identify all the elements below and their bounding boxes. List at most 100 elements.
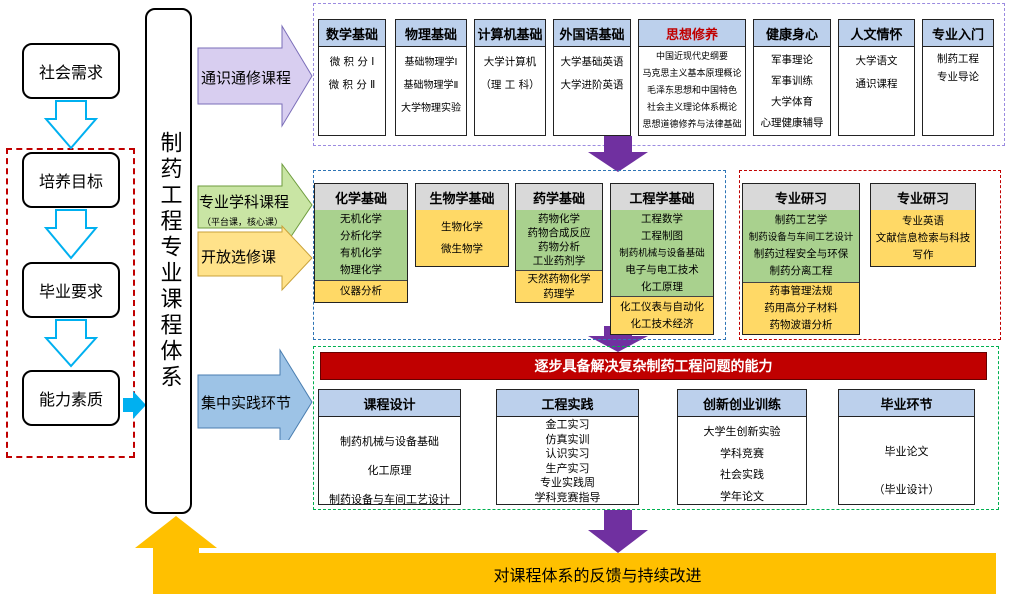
course-item: 金工实习 [545, 418, 590, 431]
course-item: （毕业设计） [873, 483, 940, 496]
practice-card-graduation: 毕业环节 毕业论文 （毕业设计） [838, 389, 975, 505]
course-item: 工业药剂学 [532, 255, 586, 267]
course-item: 制药工程 [937, 53, 979, 65]
course-card-title: 工程学基础 [611, 184, 713, 211]
course-list: 金工实习 仿真实训 认识实习 生产实习 专业实践周 学科竞赛指导 [497, 417, 638, 505]
arrow-practice [197, 348, 313, 440]
course-item: 药事管理法规 [769, 285, 833, 297]
course-item: 学年论文 [720, 489, 764, 503]
course-item: 微 积 分 Ⅰ [329, 56, 375, 68]
course-item: 药用高分子材料 [764, 302, 838, 314]
category-practice-label: 集中实践环节 [201, 394, 292, 412]
course-item: 制药设备与车间工艺设计 [748, 232, 854, 243]
course-item: 有机化学 [340, 247, 382, 259]
category-general-label: 通识通修课程 [201, 69, 292, 87]
course-item: 文献信息检索与科技写作 [875, 231, 971, 261]
course-item: 制药分离工程 [769, 265, 833, 277]
course-item: 化工原理 [367, 464, 412, 477]
flow-box-ability-quality: 能力素质 [22, 370, 120, 426]
flow-box-graduation-requirements: 毕业要求 [22, 262, 120, 318]
elective-course-list: 生物化学 微生物学 [416, 210, 508, 266]
course-list: 制药工程 专业导论 [923, 47, 993, 86]
course-card-introduction: 专业入门 制药工程 专业导论 [922, 19, 994, 136]
feedback-label: 对课程体系的反馈与持续改进 [493, 566, 702, 585]
course-card-title: 创新创业训练 [678, 390, 806, 417]
flow-label: 社会需求 [38, 63, 103, 82]
core-course-list: 药物化学 药物合成反应 药物分析 工业药剂学 [516, 210, 602, 270]
course-card-engineering: 工程学基础 工程数学 工程制图 制药机械与设备基础 电子与电工技术 化工原理 化… [610, 183, 714, 335]
course-item: 学科竞赛指导 [534, 490, 601, 504]
course-card-math: 数学基础 微 积 分 Ⅰ 微 积 分 Ⅱ [318, 19, 386, 136]
course-item: 专业实践周 [540, 476, 595, 489]
up-arrow-icon [135, 516, 996, 594]
course-item: 基础物理学Ⅱ [403, 80, 459, 91]
course-card-title: 药学基础 [516, 184, 602, 211]
course-card-title: 课程设计 [319, 390, 460, 417]
down-arrow-icon [43, 100, 99, 150]
course-item: 生产实习 [545, 461, 590, 475]
flow-label: 毕业要求 [38, 282, 103, 301]
course-item: 化工技术经济 [630, 317, 694, 330]
course-card-title: 计算机基础 [475, 20, 545, 47]
course-item: 中国近现代史纲要 [655, 52, 728, 62]
flow-box-training-goals: 培养目标 [22, 152, 120, 208]
course-item: 工程制图 [641, 229, 683, 242]
left-flow-arrows [43, 100, 146, 419]
course-list: 大学计算机 （理 工 科） [475, 47, 545, 97]
course-card-humanities: 人文情怀 大学语文 通识课程 [838, 19, 915, 136]
course-item: 专业导论 [937, 71, 979, 83]
course-card-pharmacy: 药学基础 药物化学 药物合成反应 药物分析 工业药剂学 天然药物化学 药理学 [515, 183, 603, 303]
course-list: 基础物理学Ⅰ 基础物理学Ⅱ 大学物理实验 [396, 47, 466, 120]
practice-card-engineering: 工程实践 金工实习 仿真实训 认识实习 生产实习 专业实践周 学科竞赛指导 [496, 389, 639, 505]
course-card-ideology: 思想修养 中国近现代史纲要 马克思主义基本原理概论 毛泽东思想和中国特色 社会主… [638, 19, 746, 136]
course-item: 仿真实训 [545, 432, 590, 446]
core-course-list: 制药工艺学 制药设备与车间工艺设计 制药过程安全与环保 制药分离工程 [743, 210, 859, 282]
course-item: 化工原理 [641, 280, 683, 293]
course-item: 社会主义理论体系概论 [646, 103, 737, 113]
course-item: 药物分析 [538, 241, 580, 253]
course-item: 药理学 [543, 287, 575, 300]
course-card-title: 工程实践 [497, 390, 638, 417]
course-list: 大学生创新实验 学科竞赛 社会实践 学年论文 [678, 417, 806, 507]
research-courses-frame [739, 170, 1001, 340]
course-card-title: 外国语基础 [554, 20, 630, 47]
course-list: 大学基础英语 大学进阶英语 [554, 47, 630, 97]
course-list: 军事理论 军事训练 大学体育 心理健康辅导 [754, 47, 830, 134]
goals-dashed-frame [6, 148, 135, 458]
course-item: 心理健康辅导 [760, 117, 824, 129]
course-item: 制药工艺学 [774, 214, 828, 226]
course-list: 大学语文 通识课程 [839, 47, 914, 96]
course-item: 天然药物化学 [527, 272, 591, 285]
course-card-title: 人文情怀 [839, 20, 914, 47]
course-item: 药物化学 [538, 213, 580, 225]
down-arrow-icon [43, 319, 99, 368]
core-course-list: 无机化学 分析化学 有机化学 物理化学 [315, 210, 407, 280]
course-item: 工程数学 [641, 212, 683, 225]
course-item: 通识课程 [855, 78, 898, 90]
course-item: 制药机械与设备基础 [619, 247, 705, 259]
ability-banner: 逐步具备解决复杂制药工程问题的能力 [320, 352, 987, 380]
course-item: 药物波谱分析 [769, 319, 833, 331]
course-item: 仪器分析 [340, 285, 382, 297]
right-arrow-icon [123, 391, 146, 419]
course-item: 无机化学 [340, 213, 382, 225]
course-card-chemistry: 化学基础 无机化学 分析化学 有机化学 物理化学 仪器分析 [314, 183, 408, 303]
course-list: 中国近现代史纲要 马克思主义基本原理概论 毛泽东思想和中国特色 社会主义理论体系… [639, 47, 745, 134]
course-card-research-b: 专业研习 专业英语 文献信息检索与科技写作 [870, 183, 976, 267]
course-item: 大学语文 [855, 55, 898, 67]
elective-course-list: 专业英语 文献信息检索与科技写作 [871, 210, 975, 266]
course-item: 专业英语 [902, 214, 944, 227]
category-professional-note: （平台课，核心课） [202, 218, 284, 228]
course-card-title: 物理基础 [396, 20, 466, 47]
course-card-computer: 计算机基础 大学计算机 （理 工 科） [474, 19, 546, 136]
course-card-health: 健康身心 军事理论 军事训练 大学体育 心理健康辅导 [753, 19, 831, 136]
course-item: 毛泽东思想和中国特色 [646, 86, 737, 96]
course-item: 生物化学 [441, 221, 483, 233]
practice-card-innovation: 创新创业训练 大学生创新实验 学科竞赛 社会实践 学年论文 [677, 389, 807, 505]
course-card-research-a: 专业研习 制药工艺学 制药设备与车间工艺设计 制药过程安全与环保 制药分离工程 … [742, 183, 860, 335]
course-item: 微生物学 [441, 243, 483, 255]
arrow-general [197, 24, 313, 128]
course-item: 电子与电工技术 [625, 263, 699, 276]
course-item: 大学基础英语 [560, 56, 624, 68]
